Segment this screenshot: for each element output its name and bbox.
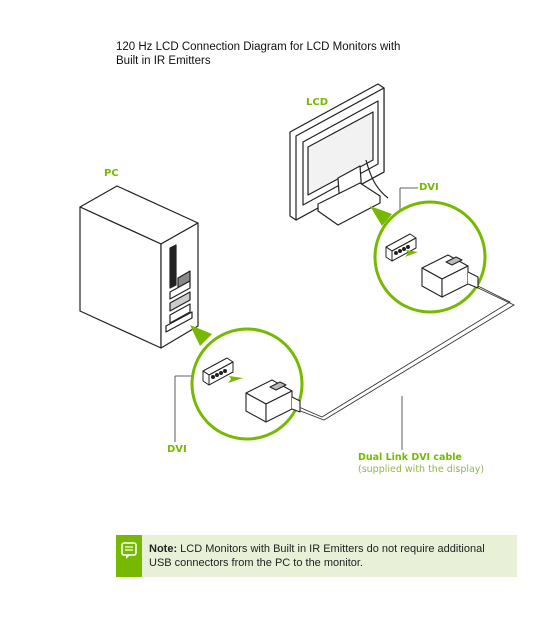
- leader-lines: [174, 187, 418, 450]
- monitor-zoom-callout: [370, 200, 487, 314]
- lcd-label: LCD: [306, 97, 329, 108]
- note-body: LCD Monitors with Built in IR Emitters d…: [149, 543, 485, 569]
- note-icon: [116, 535, 142, 577]
- dvi-label-pc: DVI: [167, 444, 187, 455]
- cable-subtitle: (supplied with the display): [358, 464, 485, 475]
- cable-title: Dual Link DVI cable: [358, 452, 462, 463]
- note-box: Note: LCD Monitors with Built in IR Emit…: [116, 535, 517, 577]
- arrow-icon: [405, 250, 418, 257]
- pc-label: PC: [104, 168, 119, 179]
- pc-tower: [79, 185, 199, 349]
- note-text: Note: LCD Monitors with Built in IR Emit…: [149, 542, 509, 570]
- note-lead: Note:: [149, 543, 178, 555]
- dvi-cable: [289, 282, 515, 421]
- dvi-label-monitor: DVI: [419, 182, 439, 193]
- lcd-monitor: [289, 83, 389, 226]
- arrow-icon: [228, 376, 243, 383]
- pc-zoom-callout: [190, 325, 304, 441]
- diagram-title: 120 Hz LCD Connection Diagram for LCD Mo…: [116, 41, 401, 67]
- cable-caption: Dual Link DVI cable (supplied with the d…: [358, 452, 484, 476]
